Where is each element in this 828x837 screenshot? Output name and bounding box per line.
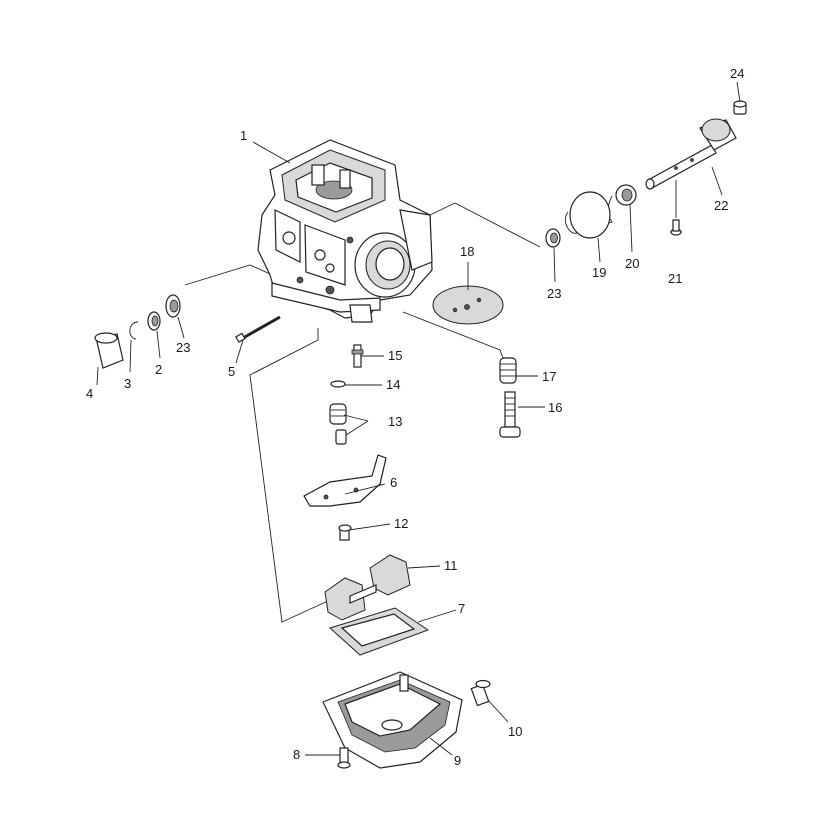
pilot-screw <box>499 391 521 438</box>
callout-19: 19 <box>592 265 606 280</box>
callout-5: 5 <box>228 364 235 379</box>
pilot-screw-spring <box>499 357 517 384</box>
screw-long <box>235 315 281 343</box>
callout-14: 14 <box>386 377 400 392</box>
assembly-line-pilot <box>402 311 504 359</box>
needle-valve <box>329 403 347 445</box>
bracket-screw <box>338 524 352 541</box>
drain-screw <box>470 679 491 707</box>
assembly-line-bowl-lower <box>249 374 331 623</box>
bowl-screw <box>337 747 351 769</box>
callout-23-left: 23 <box>176 340 190 355</box>
callout-2: 2 <box>155 362 162 377</box>
callout-11: 11 <box>444 558 458 573</box>
throttle-spring <box>564 191 613 239</box>
callout-3: 3 <box>124 376 131 391</box>
callout-9: 9 <box>454 753 461 768</box>
assembly-line-bowl-left <box>249 328 319 376</box>
callout-7: 7 <box>458 601 465 616</box>
assembly-lines <box>184 202 541 623</box>
callout-8: 8 <box>293 747 300 762</box>
leader-lines <box>96 81 741 756</box>
diaphragm-plate <box>432 285 504 325</box>
float <box>324 554 411 621</box>
float-bowl <box>322 671 463 769</box>
callout-labels: 1 2 3 4 5 6 7 8 9 10 11 12 13 14 15 16 1… <box>86 66 744 768</box>
assembly-line-throttle-b <box>429 202 456 216</box>
callout-15: 15 <box>388 348 402 363</box>
callout-10: 10 <box>508 724 522 739</box>
callout-12: 12 <box>394 516 408 531</box>
assembly-line-throttle <box>454 202 541 248</box>
small-o-ring <box>330 380 346 388</box>
callout-1: 1 <box>240 128 247 143</box>
bowl-gasket <box>329 607 430 656</box>
callout-24: 24 <box>730 66 744 81</box>
o-ring-left <box>165 294 181 318</box>
throttle-shaft <box>645 118 737 190</box>
float-bracket <box>303 454 387 507</box>
callout-17: 17 <box>542 369 556 384</box>
circlip <box>129 321 139 340</box>
cap <box>94 332 124 369</box>
callout-21: 21 <box>668 271 682 286</box>
callout-16: 16 <box>548 400 562 415</box>
callout-6: 6 <box>390 475 397 490</box>
callout-13: 13 <box>388 414 402 429</box>
callout-20: 20 <box>625 256 639 271</box>
small-screw <box>670 219 682 236</box>
callout-18: 18 <box>460 244 474 259</box>
washer <box>147 311 161 331</box>
o-ring-right <box>545 228 561 248</box>
nut-cap <box>733 100 747 115</box>
collar <box>615 184 637 206</box>
callout-22: 22 <box>714 198 728 213</box>
carburetor-body <box>257 139 433 323</box>
callout-23-right: 23 <box>547 286 561 301</box>
callout-4: 4 <box>86 386 93 401</box>
